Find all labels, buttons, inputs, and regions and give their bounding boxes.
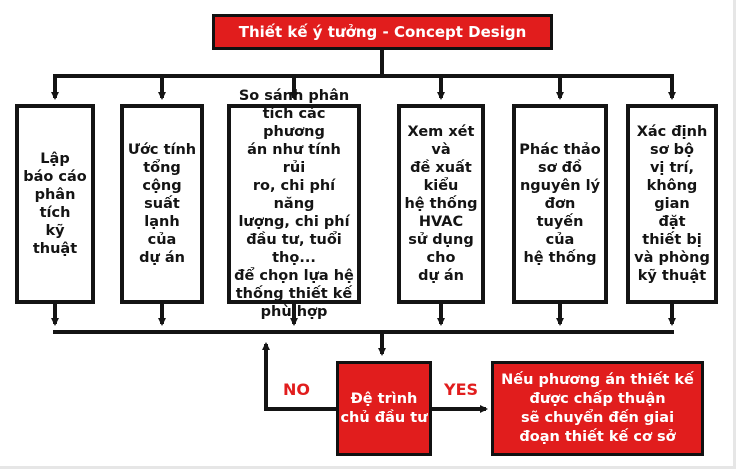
step-hvac-proposal: Xem xét và đề xuất kiểu hệ thống HVAC sử… bbox=[397, 104, 485, 304]
step-option-comparison: So sánh phân tích các phương án như tính… bbox=[227, 88, 361, 320]
submit-to-owner-box: Đệ trình chủ đầu tư bbox=[336, 361, 432, 456]
approval-result-box: Nếu phương án thiết kế được chấp thuận s… bbox=[491, 361, 704, 456]
step-equipment-location: Xác định sơ bộ vị trí, không gian đặt th… bbox=[626, 104, 718, 304]
concept-design-title: Thiết kế ý tưởng - Concept Design bbox=[212, 14, 553, 50]
step-schematic-draft: Phác thảo sơ đồ nguyên lý đơn tuyến của … bbox=[512, 104, 608, 304]
step-technical-report: Lập báo cáo phân tích kỹ thuật bbox=[15, 104, 95, 304]
no-label: NO bbox=[283, 380, 310, 399]
yes-label: YES bbox=[444, 380, 479, 399]
step-cooling-capacity: Ước tính tổng cộng suất lạnh của dự án bbox=[120, 104, 204, 304]
no-loop bbox=[262, 342, 338, 411]
